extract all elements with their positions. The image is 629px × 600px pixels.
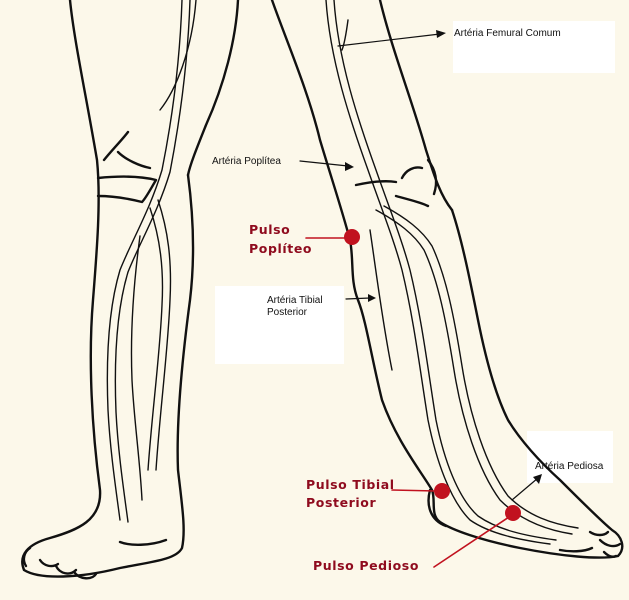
pulse-popliteo-line2: Poplíteo [249,240,312,258]
pulse-popliteo-line1: Pulso [249,221,290,239]
pulse-marker-tibial [434,483,450,499]
left-leg-outline [22,0,238,578]
label-arteria-pediosa: Artéria Pediosa [535,461,603,473]
pulse-tibial-line1: Pulso Tibial [306,476,395,494]
label-arteria-tibial-line1: Artéria Tibial [267,295,323,307]
left-leg-vessels [107,0,196,522]
pulse-pedioso: Pulso Pedioso [313,557,419,575]
label-arteria-femural: Artéria Femural Comum [454,28,561,40]
label-arteria-tibial-line2: Posterior [267,307,307,319]
leader-lines [300,34,538,500]
pulse-marker-pedioso [505,505,521,521]
label-arteria-poplitea: Artéria Poplítea [212,156,281,168]
pulse-tibial-line2: Posterior [306,494,376,512]
right-leg-outline [272,0,622,558]
pulse-marker-popliteo [344,229,360,245]
